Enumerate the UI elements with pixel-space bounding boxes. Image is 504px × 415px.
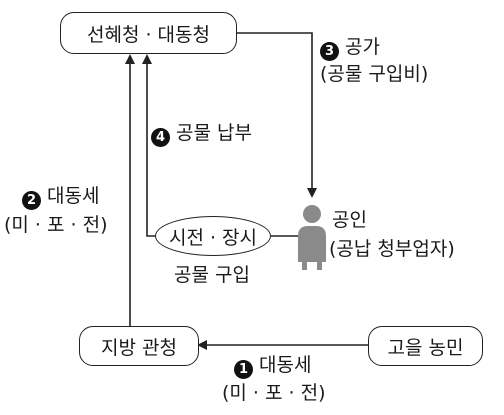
step3-marker: 3 [320, 42, 339, 61]
local-office-box: 지방 관청 [79, 326, 199, 366]
step2-label: 2 대동세 [22, 187, 99, 210]
step4-label: 4 공물 납부 [151, 124, 252, 147]
step3-text: 공가 [345, 36, 380, 58]
farmers-box: 고을 농민 [368, 326, 483, 366]
market-label: 시전 · 장시 [168, 226, 258, 249]
person-icon [298, 205, 326, 270]
merchant-title: 공인 [332, 209, 367, 231]
step1-text: 대동세 [259, 354, 312, 376]
step4-marker: 4 [151, 128, 170, 147]
step2-marker: 2 [22, 191, 41, 210]
step4-text: 공물 납부 [176, 122, 252, 144]
step1-marker: 1 [234, 360, 253, 379]
step1-label: 1 대동세 [234, 356, 311, 379]
edge-market-to-central [142, 54, 157, 237]
step3-label: 3 공가 [320, 38, 380, 61]
merchant-subtitle: (공납 청부업자) [329, 238, 455, 260]
step2-text: 대동세 [47, 185, 100, 207]
edge-central-to-merchant [237, 32, 317, 198]
step3-sublabel: (공물 구입비) [320, 63, 429, 85]
central-office-box: 선혜청 · 대동청 [60, 12, 237, 54]
step1-sublabel: (미 · 포 · 전) [222, 382, 326, 404]
step2-sublabel: (미 · 포 · 전) [4, 214, 108, 236]
market-caption: 공물 구입 [174, 264, 250, 286]
farmers-label: 고을 농민 [387, 336, 464, 359]
local-office-label: 지방 관청 [101, 336, 177, 359]
central-office-label: 선혜청 · 대동청 [87, 23, 210, 46]
market-ellipse: 시전 · 장시 [155, 216, 271, 256]
